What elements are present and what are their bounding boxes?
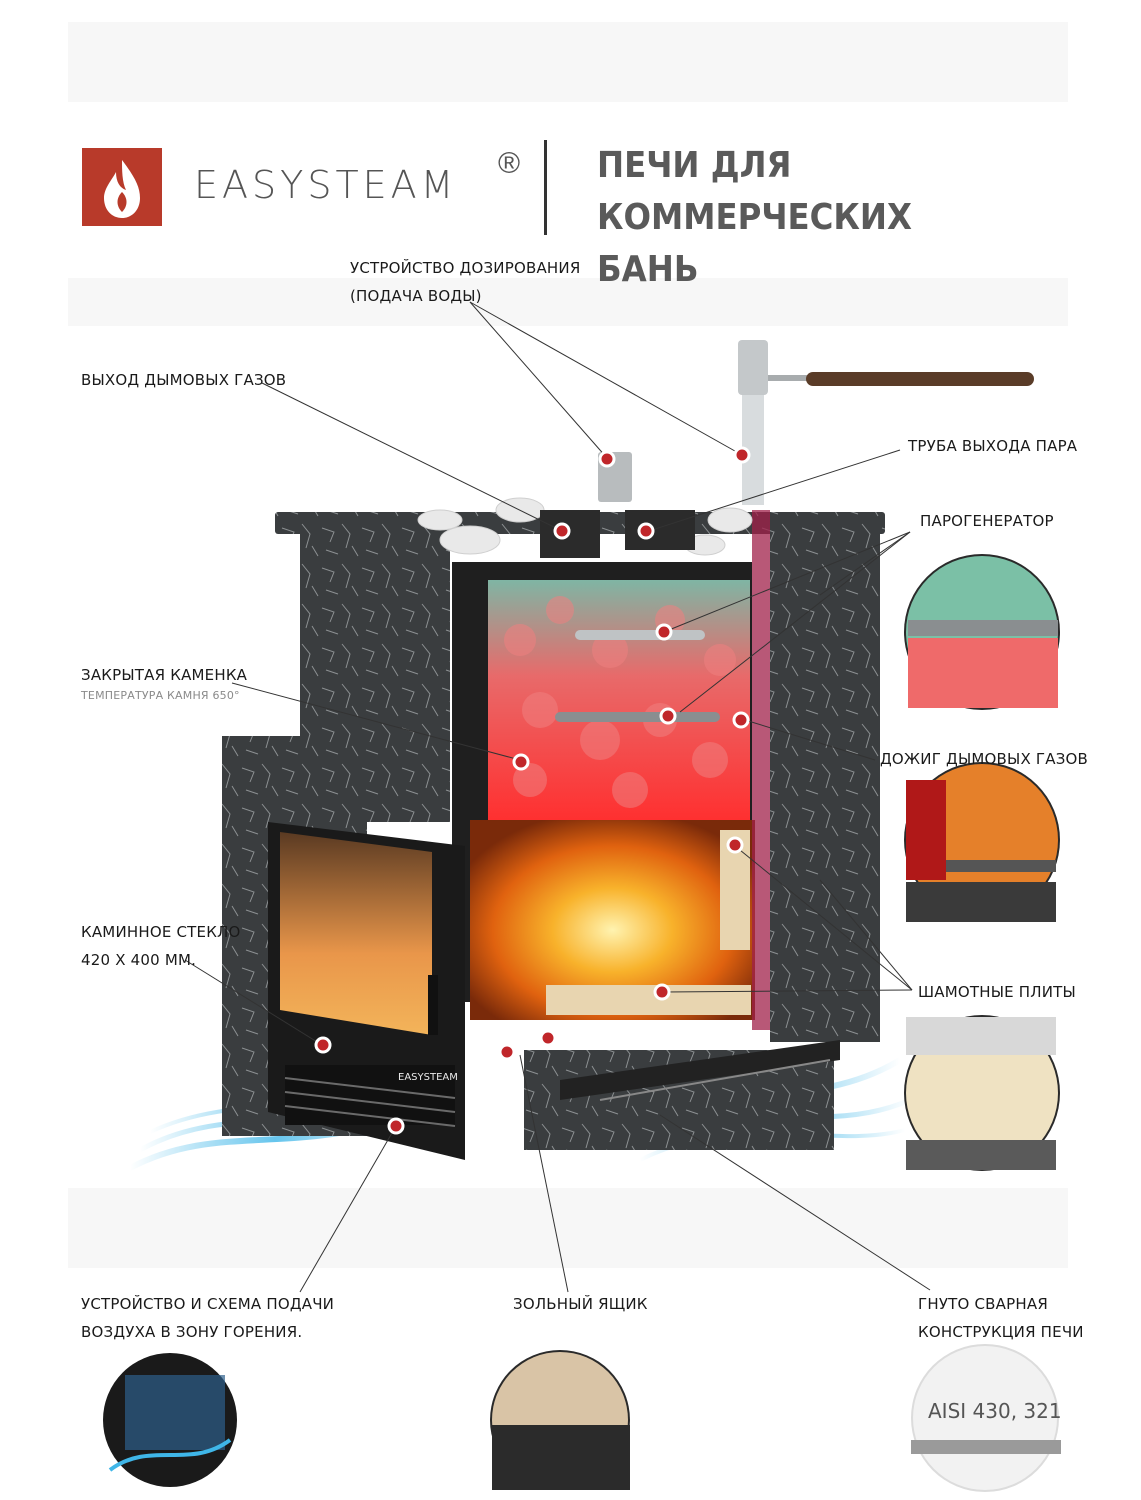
title-line-2: БАНЬ [597, 249, 699, 290]
label-smoke-outlet: ВЫХОД ДЫМОВЫХ ГАЗОВ [81, 371, 287, 389]
label-chamotte-plates: ШАМОТНЫЕ ПЛИТЫ [918, 983, 1076, 1001]
registered-mark: ® [498, 147, 521, 180]
heater-stones [504, 596, 736, 808]
title-line-1: ПЕЧИ ДЛЯ КОММЕРЧЕСКИХ [597, 145, 912, 238]
steel-grade-label: AISI 430, 321 [928, 1399, 1062, 1423]
door-brand: EASYSTEAM [398, 1072, 458, 1083]
smoke-outlet-box [540, 510, 600, 558]
label-steam-generator: ПАРОГЕНЕРАТОР [920, 512, 1054, 530]
label-air-supply: УСТРОЙСТВО И СХЕМА ПОДАЧИ ВОЗДУХА В ЗОНУ… [81, 1290, 334, 1346]
header-divider [544, 140, 547, 235]
label-dosing-device: УСТРОЙСТВО ДОЗИРОВАНИЯ (ПОДАЧА ВОДЫ) [350, 254, 580, 310]
label-glass-line-1: КАМИННОЕ СТЕКЛО [81, 923, 241, 941]
dosing-device [598, 340, 1034, 505]
label-ash-box: ЗОЛЬНЫЙ ЯЩИК [513, 1295, 648, 1313]
stove-door: EASYSTEAM [268, 822, 465, 1160]
background-band [68, 278, 1068, 326]
firebox [452, 510, 770, 1030]
page-title: ПЕЧИ ДЛЯ КОММЕРЧЕСКИХ БАНЬ [597, 140, 1097, 296]
label-afterburn: ДОЖИГ ДЫМОВЫХ ГАЗОВ [880, 750, 1089, 768]
callout-markers [314, 446, 751, 1135]
background-band-lower [68, 1188, 1068, 1268]
label-dosing-line-1: УСТРОЙСТВО ДОЗИРОВАНИЯ [350, 259, 581, 277]
brand-name: EASYSTEAM [194, 163, 458, 207]
label-bent-line-2: КОНСТРУКЦИЯ ПЕЧИ [918, 1323, 1084, 1341]
detail-ash-box [490, 1350, 630, 1490]
label-dosing-line-2: (ПОДАЧА ВОДЫ) [350, 287, 482, 305]
steam-pipe-box [625, 510, 695, 550]
detail-afterburn [904, 762, 1060, 922]
detail-chamotte [904, 1015, 1060, 1171]
brand-logo [82, 148, 162, 226]
detail-bent-construction: AISI 430, 321 [911, 1344, 1062, 1492]
label-bent-construction: ГНУТО СВАРНАЯ КОНСТРУКЦИЯ ПЕЧИ [918, 1290, 1084, 1346]
detail-steam-generator [904, 554, 1060, 710]
label-air-line-2: ВОЗДУХА В ЗОНУ ГОРЕНИЯ. [81, 1323, 303, 1341]
label-fireplace-glass: КАМИННОЕ СТЕКЛО 420 Х 400 ММ. [81, 918, 241, 974]
header-band [68, 22, 1068, 102]
label-air-line-1: УСТРОЙСТВО И СХЕМА ПОДАЧИ [81, 1295, 335, 1313]
leader-lines [184, 301, 931, 1293]
detail-air-supply [103, 1353, 237, 1487]
label-bent-line-1: ГНУТО СВАРНАЯ [918, 1295, 1048, 1313]
flame-icon [104, 160, 140, 218]
label-closed-heater-title: ЗАКРЫТАЯ КАМЕНКА [81, 666, 248, 684]
label-glass-line-2: 420 Х 400 ММ. [81, 951, 197, 969]
label-closed-heater: ЗАКРЫТАЯ КАМЕНКА ТЕМПЕРАТУРА КАМНЯ 650° [81, 661, 247, 703]
label-steam-pipe: ТРУБА ВЫХОДА ПАРА [908, 437, 1078, 455]
label-stone-temperature: ТЕМПЕРАТУРА КАМНЯ 650° [81, 689, 240, 702]
